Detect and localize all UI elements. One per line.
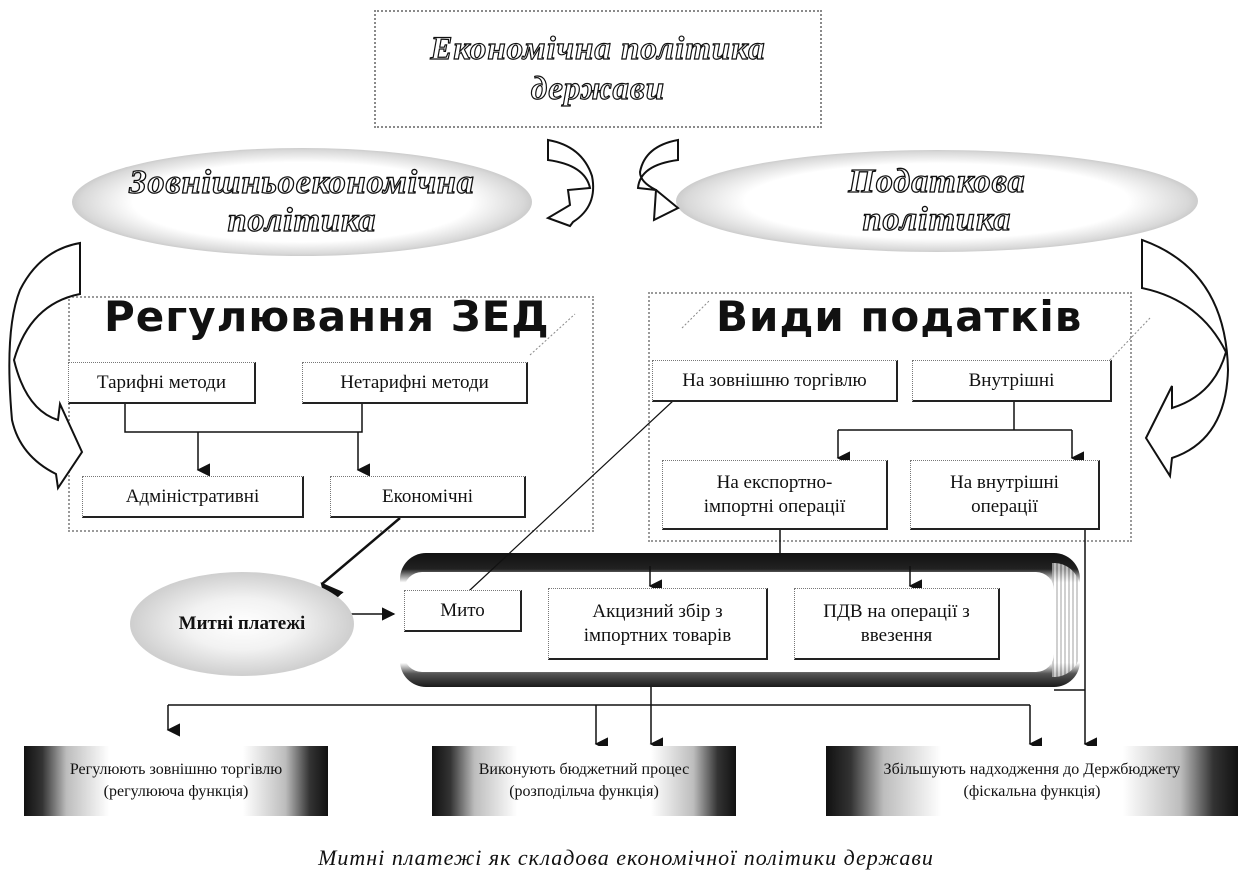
excise-box: Акцизний збір з імпортних товарів — [548, 588, 768, 660]
internal-operations-box: На внутрішні операції — [910, 460, 1100, 530]
customs-payments-label: Митні платежі — [178, 613, 306, 634]
function-2-line-1: Виконують бюджетний процес — [478, 761, 690, 778]
tax-policy-line-2: політика — [862, 200, 1012, 238]
curved-arrow-left-icon — [545, 138, 595, 228]
regulation-heading: Регулювання ЗЕД — [104, 292, 550, 341]
large-curved-arrow-left-icon — [8, 241, 84, 491]
foreign-policy-line-2: політика — [227, 201, 377, 239]
internal-ops-line-1: На внутрішні — [950, 471, 1059, 493]
title-line-2: держави — [530, 70, 666, 107]
excise-line-2: імпортних товарів — [583, 624, 732, 646]
regulation-panel — [68, 296, 594, 532]
regulating-function-box: Регулюють зовнішню торгівлю (регулююча ф… — [24, 746, 328, 816]
economic-policy-title: Економічна політика держави — [374, 10, 822, 128]
distributive-function-box: Виконують бюджетний процес (розподільча … — [432, 746, 736, 816]
foreign-trade-tax-box: На зовнішню торгівлю — [652, 360, 898, 402]
taxes-heading: Види податків — [716, 292, 1083, 341]
function-2-line-2: (розподільча функція) — [509, 783, 659, 800]
title-line-1: Економічна політика — [430, 30, 766, 67]
figure-caption: Митні платежі як складова економічної по… — [318, 845, 934, 870]
nontariff-methods-box: Нетарифні методи — [302, 362, 528, 404]
taxes-panel — [648, 292, 1132, 542]
vat-line-1: ПДВ на операції з — [823, 600, 970, 622]
function-1-line-2: (регулююча функція) — [103, 783, 249, 800]
foreign-policy-line-1: Зовнішньоекономічна — [129, 163, 475, 201]
excise-line-1: Акцизний збір з — [592, 600, 723, 622]
fiscal-function-box: Збільшують надходження до Держбюджету (ф… — [826, 746, 1238, 816]
internal-tax-box: Внутрішні — [912, 360, 1112, 402]
export-import-operations-box: На експортно- імпортні операції — [662, 460, 888, 530]
internal-ops-line-2: операції — [971, 495, 1038, 517]
administrative-box: Адміністративні — [82, 476, 304, 518]
vat-line-2: ввезення — [860, 624, 933, 646]
curved-arrow-right-icon — [636, 138, 680, 222]
duty-box: Мито — [404, 590, 522, 632]
tariff-methods-box: Тарифні методи — [68, 362, 256, 404]
export-import-line-2: імпортні операції — [703, 495, 846, 517]
tax-policy-ellipse: Податкова політика — [676, 150, 1198, 252]
function-1-line-1: Регулюють зовнішню торгівлю — [69, 761, 283, 778]
vat-box: ПДВ на операції з ввезення — [794, 588, 1000, 660]
economic-box: Економічні — [330, 476, 526, 518]
foreign-economic-policy-ellipse: Зовнішньоекономічна політика — [72, 148, 532, 256]
function-3-line-1: Збільшують надходження до Держбюджету — [883, 761, 1181, 778]
large-curved-arrow-right-icon — [1141, 238, 1230, 479]
export-import-line-1: На експортно- — [716, 471, 833, 493]
tax-policy-line-1: Податкова — [848, 162, 1026, 200]
function-3-line-2: (фіскальна функція) — [963, 783, 1101, 800]
customs-payments-ellipse: Митні платежі — [130, 572, 354, 676]
